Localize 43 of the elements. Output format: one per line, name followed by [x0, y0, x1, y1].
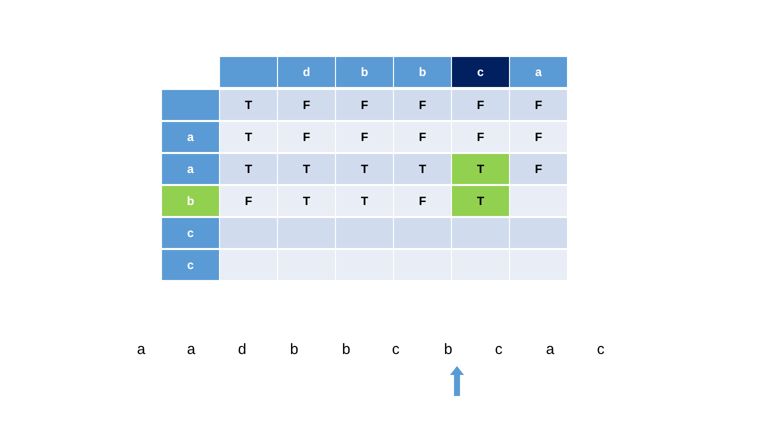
sequence-letter: a: [546, 341, 554, 359]
table-cell: T: [278, 186, 335, 216]
table-cell: F: [278, 122, 335, 152]
header-cell: a: [162, 122, 219, 152]
table-cell: F: [394, 90, 451, 120]
header-cell: c: [162, 218, 219, 248]
header-cell: d: [278, 57, 335, 87]
sequence-letter: c: [495, 341, 502, 359]
header-cell: b: [394, 57, 451, 87]
table-cell: F: [452, 122, 509, 152]
table-cell: T: [394, 154, 451, 184]
table-cell: T: [452, 154, 509, 184]
table-cell: F: [278, 90, 335, 120]
table-cell: T: [220, 122, 277, 152]
sequence-letter: c: [597, 341, 604, 359]
table-cell: F: [394, 186, 451, 216]
header-cell: a: [162, 154, 219, 184]
sequence-letter: a: [137, 341, 146, 359]
header-cell: b: [162, 186, 219, 216]
table-cell: F: [510, 154, 567, 184]
table-cell: T: [452, 186, 509, 216]
table-cell: T: [220, 154, 277, 184]
sequence-letter: a: [187, 341, 196, 359]
sequence-letter: d: [238, 341, 246, 359]
header-cell: b: [336, 57, 393, 87]
table-cell: T: [278, 154, 335, 184]
header-cell: a: [510, 57, 567, 87]
sequence-letter: c: [392, 341, 400, 359]
table-cell: F: [336, 90, 393, 120]
table-cell: F: [336, 122, 393, 152]
sequence-letter: b: [444, 341, 452, 359]
table-cell: F: [394, 122, 451, 152]
table-cell: F: [452, 90, 509, 120]
header-cell: c: [452, 57, 509, 87]
sequence-letter: b: [342, 341, 350, 359]
table-cell: T: [336, 154, 393, 184]
table-cell: T: [220, 90, 277, 120]
table-cell: F: [510, 90, 567, 120]
sequence-letter: b: [290, 341, 298, 359]
header-cell: c: [162, 250, 219, 280]
table-cell: F: [510, 122, 567, 152]
table-cell: F: [220, 186, 277, 216]
table-cell: T: [336, 186, 393, 216]
